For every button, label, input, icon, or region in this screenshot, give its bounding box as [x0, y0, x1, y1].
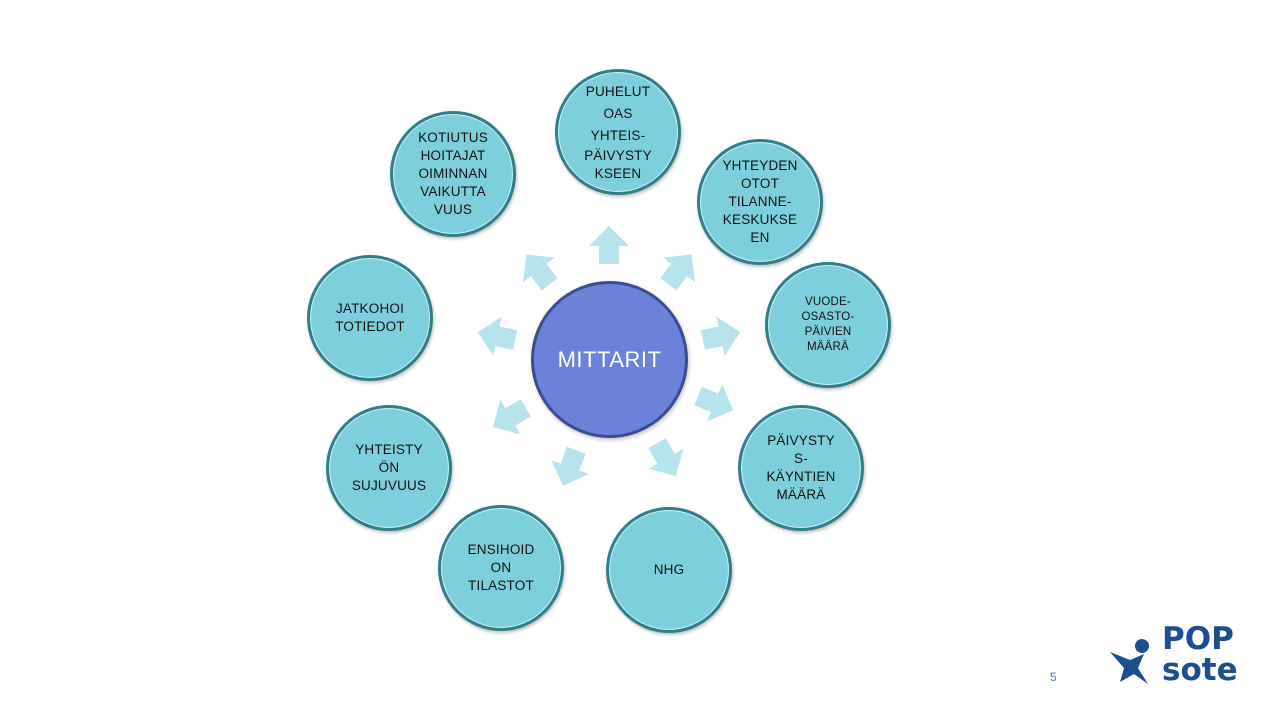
- node-line: PÄIVYSTY: [767, 433, 835, 448]
- node-line: S-: [794, 451, 808, 466]
- page-number: 5: [1050, 670, 1057, 684]
- node-label: NHG: [654, 561, 685, 579]
- node-line: VUODE-: [805, 296, 851, 308]
- outward-arrow: [492, 399, 531, 435]
- arrow-shape: [523, 254, 558, 291]
- node-line: KOTIUTUS: [418, 130, 488, 145]
- node-line: SUJUVUUS: [351, 478, 427, 493]
- node-line: YHTEISTY: [355, 442, 423, 457]
- node-line: TILASTOT: [468, 578, 534, 593]
- node-line: PÄIVYSTY: [584, 148, 652, 163]
- node-line: ENSIHOID: [467, 542, 535, 557]
- arrow-shape: [477, 316, 518, 356]
- node-line: OSASTO-: [801, 311, 855, 323]
- logo-line-1: POP: [1162, 621, 1234, 657]
- outward-arrow: [589, 226, 629, 264]
- node-line: KÄYNTIEN: [766, 469, 836, 484]
- node-line: JATKOHOI: [335, 301, 405, 316]
- node-nhg: NHG: [606, 507, 732, 633]
- center-circle: MITTARIT: [531, 281, 688, 438]
- node-label: YHTEYDEN OTOT TILANNE- KESKUKSE EN: [722, 157, 797, 247]
- outward-arrow: [477, 316, 518, 356]
- node-label: PUHELUT OAS YHTEIS- PÄIVYSTY KSEEN: [584, 81, 652, 183]
- node-line: MÄÄRÄ: [776, 487, 826, 502]
- arrow-shape: [648, 438, 684, 477]
- outward-arrow: [660, 254, 695, 291]
- logo-line-2: sote: [1162, 652, 1238, 688]
- node-label: ENSIHOID ON TILASTOT: [468, 541, 535, 595]
- arrow-shape: [700, 316, 741, 356]
- node-line: ON: [490, 560, 512, 575]
- node-line: OTOT: [740, 176, 780, 191]
- star-figure-icon: [1110, 639, 1149, 684]
- node-line: ÖN: [378, 460, 400, 475]
- logo-wordmark: POP sote: [1162, 624, 1238, 686]
- node-line: TOTIEDOT: [335, 319, 405, 334]
- arrow-shape: [660, 254, 695, 291]
- center-label: MITTARIT: [557, 346, 662, 372]
- outward-arrow: [694, 384, 734, 422]
- node-line: TILANNE-: [728, 194, 792, 209]
- node-label: PÄIVYSTY S- KÄYNTIEN MÄÄRÄ: [766, 432, 835, 504]
- popsote-logo: POP sote: [1108, 624, 1258, 694]
- node-line: HOITAJAT: [420, 148, 486, 163]
- node-line: PÄIVIEN: [804, 326, 852, 338]
- node-line: OIMINNAN: [418, 166, 488, 181]
- node-line: YHTEIS-: [590, 128, 646, 143]
- node-jatkohoito: JATKOHOI TOTIEDOT: [307, 255, 433, 381]
- node-line: MÄÄRÄ: [807, 341, 849, 353]
- node-line: YHTEYDEN: [722, 158, 798, 173]
- outward-arrow: [551, 446, 589, 486]
- arrow-shape: [551, 446, 589, 486]
- outward-arrow: [523, 254, 558, 291]
- node-yhteistyo: YHTEISTY ÖN SUJUVUUS: [326, 405, 452, 531]
- node-puhelut: PUHELUT OAS YHTEIS- PÄIVYSTY KSEEN: [555, 69, 681, 195]
- node-label: KOTIUTUS HOITAJAT OIMINNAN VAIKUTTA VUUS: [418, 129, 488, 219]
- arrow-shape: [492, 399, 531, 435]
- node-kotiutus: KOTIUTUS HOITAJAT OIMINNAN VAIKUTTA VUUS: [390, 111, 516, 237]
- arrow-shape: [694, 384, 734, 422]
- node-line: KSEEN: [594, 166, 642, 181]
- node-label: VUODE- OSASTO- PÄIVIEN MÄÄRÄ: [802, 295, 855, 355]
- node-label: YHTEISTY ÖN SUJUVUUS: [352, 441, 426, 495]
- node-line: VAIKUTTA: [420, 184, 486, 199]
- node-line: VUUS: [433, 202, 473, 217]
- arrow-shape: [589, 226, 629, 264]
- node-vuodeosasto: VUODE- OSASTO- PÄIVIEN MÄÄRÄ: [765, 262, 891, 388]
- node-line: EN: [750, 230, 770, 245]
- node-line: NHG: [653, 562, 685, 577]
- node-label: JATKOHOI TOTIEDOT: [335, 300, 405, 336]
- outward-arrow: [648, 438, 684, 477]
- node-line: PUHELUT: [585, 84, 651, 99]
- node-yhteydenotot: YHTEYDEN OTOT TILANNE- KESKUKSE EN: [697, 139, 823, 265]
- node-ensihoito: ENSIHOID ON TILASTOT: [438, 505, 564, 631]
- node-paivystyskaynnit: PÄIVYSTY S- KÄYNTIEN MÄÄRÄ: [738, 405, 864, 531]
- outward-arrow: [700, 316, 741, 356]
- node-line: KESKUKSE: [722, 212, 798, 227]
- node-line: OAS: [603, 106, 633, 121]
